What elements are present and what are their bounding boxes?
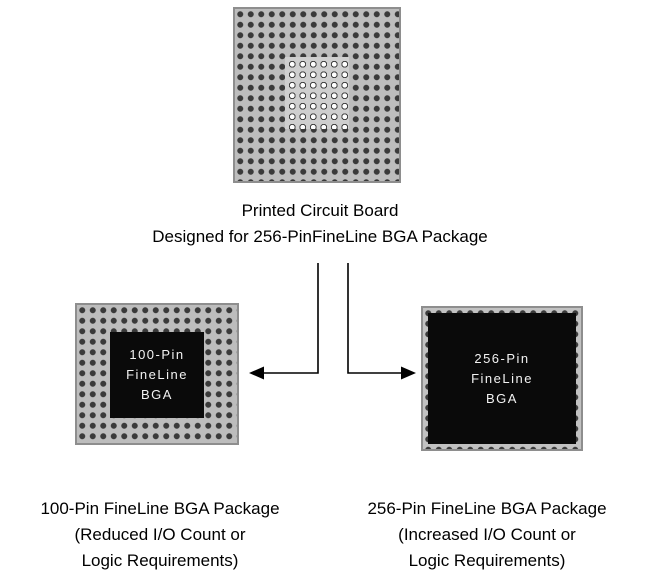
package-256-caption-note-1: (Increased I/O Count or xyxy=(398,525,576,544)
package-256-caption-note-2: Logic Requirements) xyxy=(408,551,566,570)
package-100-die-label-3: BGA xyxy=(141,387,173,402)
package-100-caption-note-2: Logic Requirements) xyxy=(81,551,239,570)
pcb-caption: Printed Circuit Board Designed for 256-P… xyxy=(120,198,520,250)
package-100-die: 100-Pin FineLine BGA xyxy=(110,332,204,418)
pcb-caption-subtitle: Designed for 256-PinFineLine BGA Package xyxy=(152,227,488,246)
arrow-to-256-pin xyxy=(347,263,403,374)
arrowhead-left-icon xyxy=(249,366,264,380)
package-100-die-label-1: 100-Pin xyxy=(129,347,185,362)
package-100-caption-note-1: (Reduced I/O Count or xyxy=(74,525,246,544)
arrowhead-right-icon xyxy=(401,366,416,380)
package-256-die-label-1: 256-Pin xyxy=(474,350,530,366)
pcb-footprint-image xyxy=(233,7,401,183)
package-100-caption-title: 100-Pin FineLine BGA Package xyxy=(40,499,280,518)
package-100-caption: 100-Pin FineLine BGA Package (Reduced I/… xyxy=(5,496,315,574)
package-256-die-label-2: FineLine xyxy=(471,370,533,386)
pcb-caption-title: Printed Circuit Board xyxy=(241,201,399,220)
package-256-caption: 256-Pin FineLine BGA Package (Increased … xyxy=(332,496,642,574)
arrow-to-100-pin xyxy=(262,263,319,374)
pcb-center-pads xyxy=(285,57,349,129)
package-100-pin-image: 100-Pin FineLine BGA xyxy=(75,303,239,445)
package-256-die: 256-Pin FineLine BGA xyxy=(428,313,576,444)
package-256-caption-title: 256-Pin FineLine BGA Package xyxy=(367,499,607,518)
package-256-pin-image: 256-Pin FineLine BGA xyxy=(421,306,583,451)
package-256-die-label-3: BGA xyxy=(486,390,518,406)
package-100-die-label-2: FineLine xyxy=(126,367,188,382)
